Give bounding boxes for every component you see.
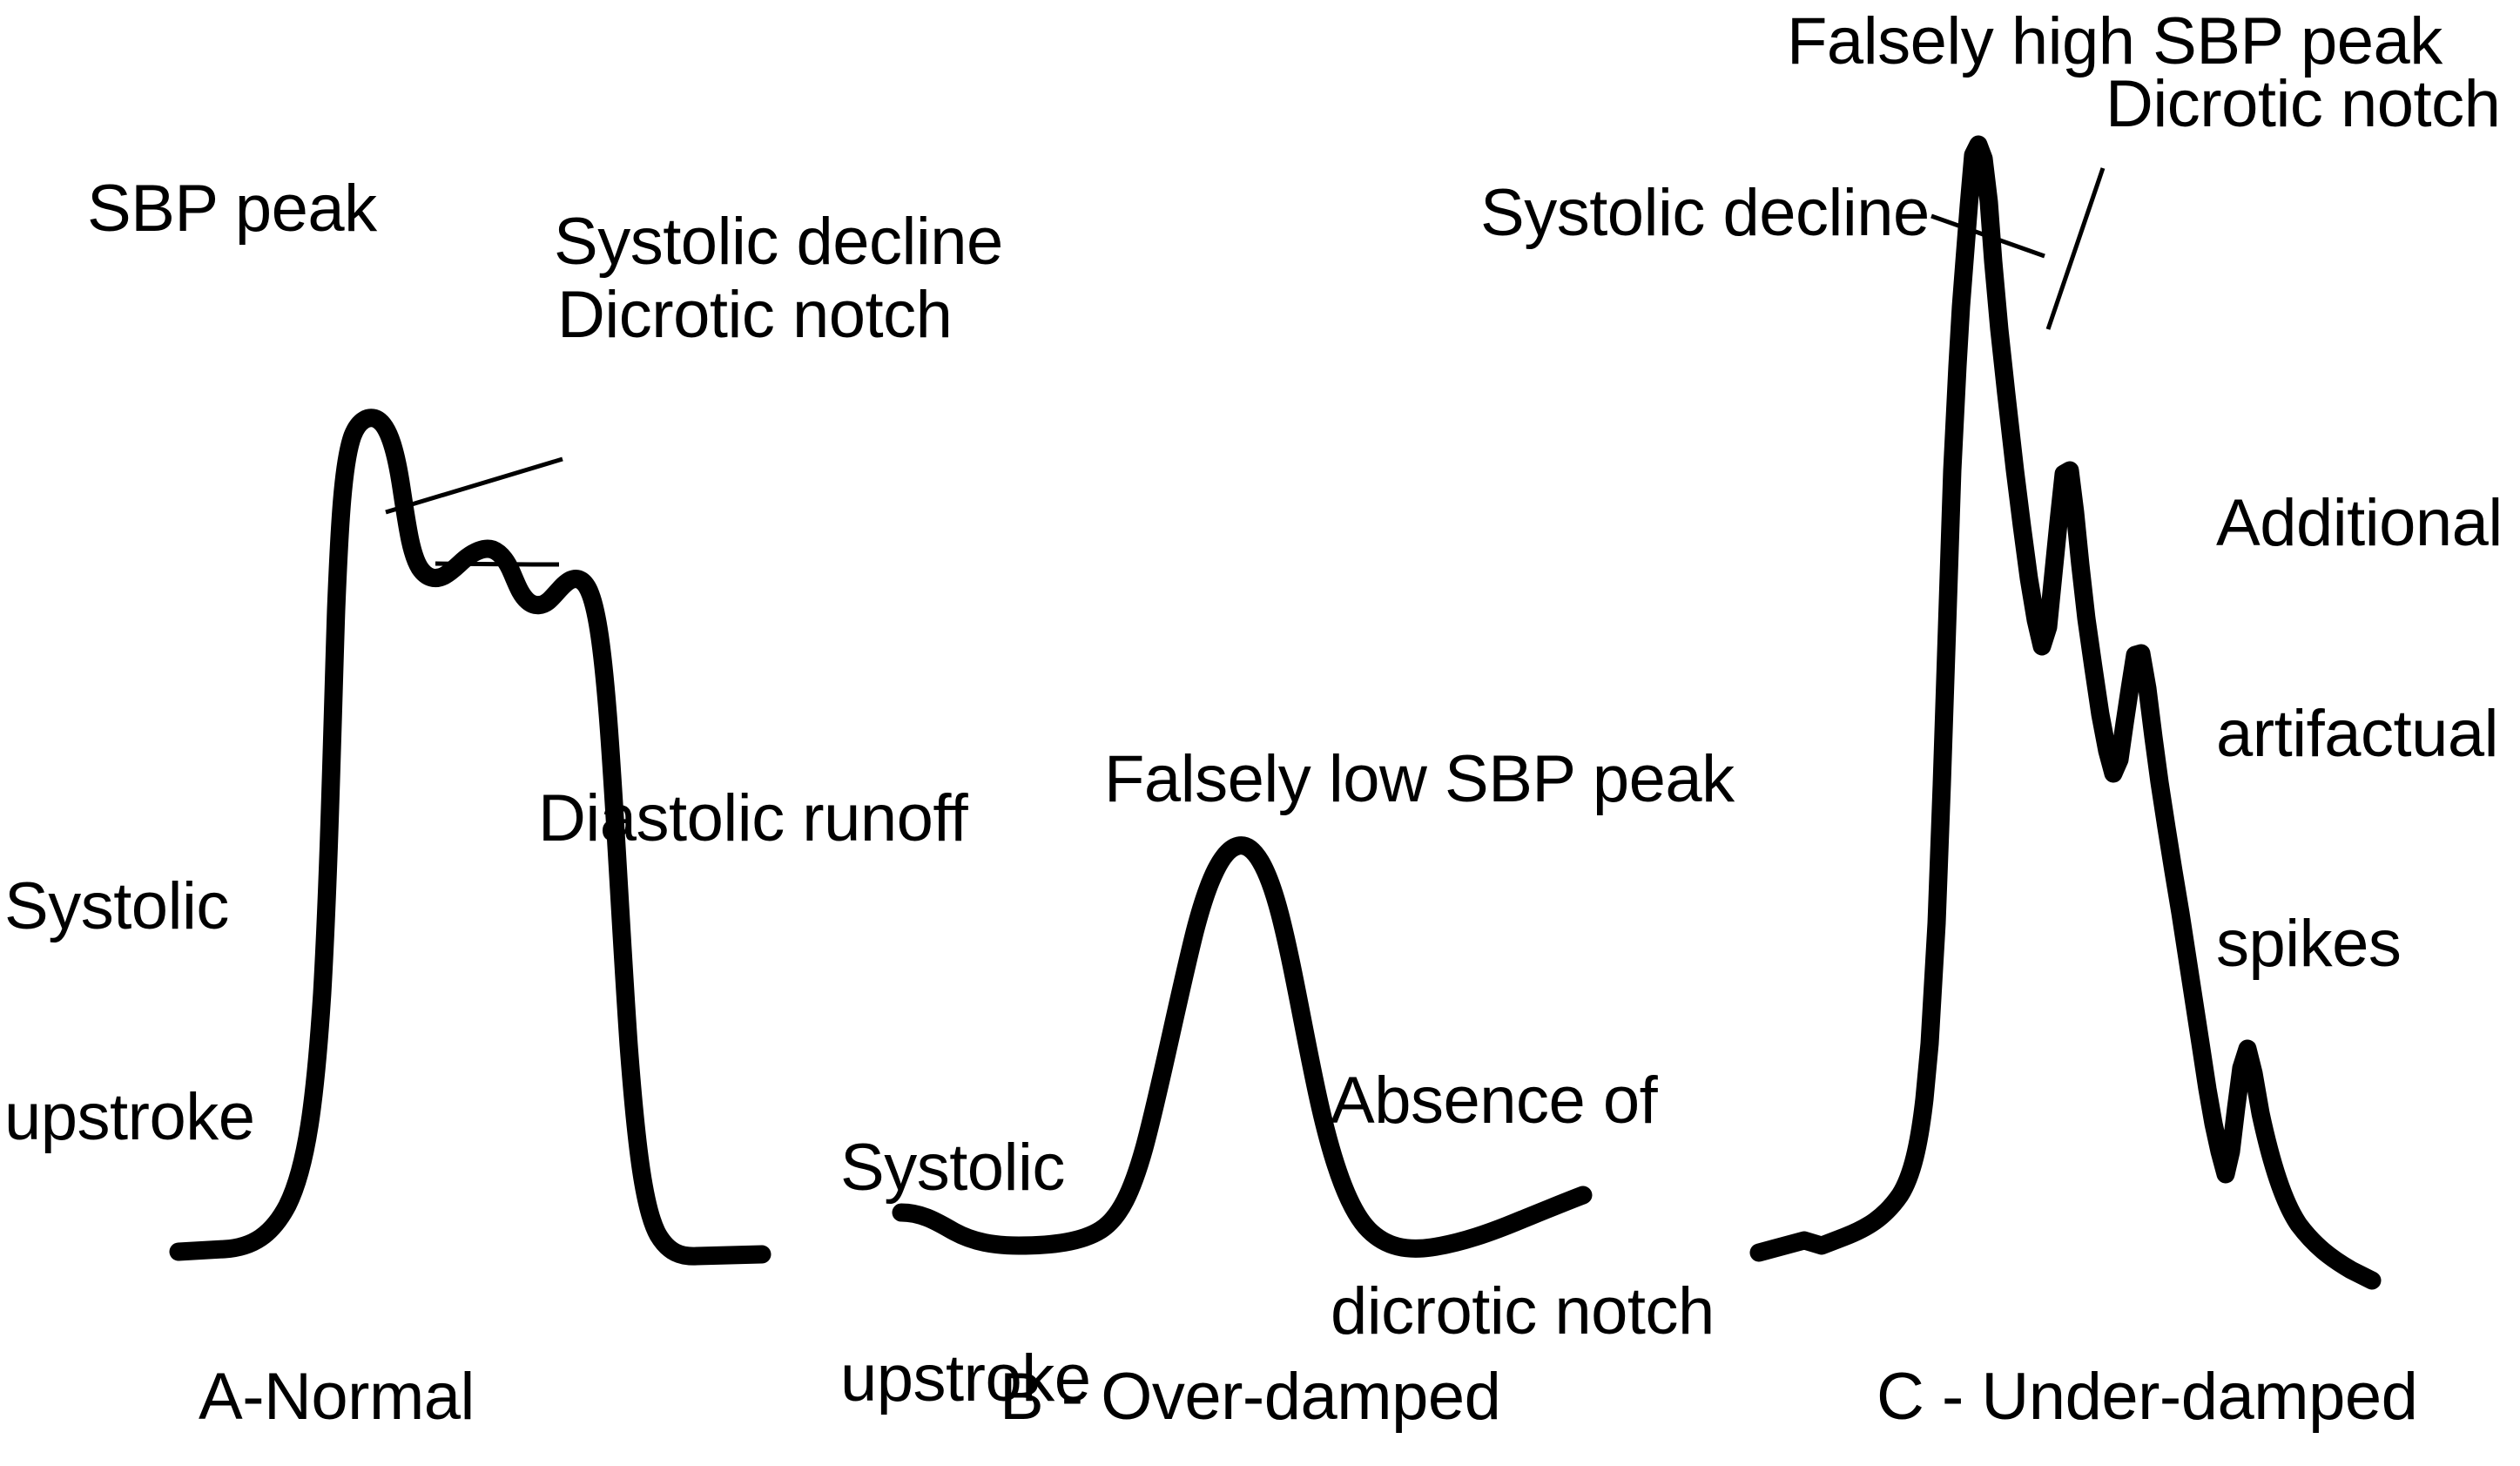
label-systolic-upstroke-b-line2: upstroke — [840, 1341, 1091, 1415]
label-additional-artifactual-spikes-c-line1: Additional — [2216, 486, 2503, 561]
label-additional-artifactual-spikes-c: Additional artifactual spikes — [2216, 348, 2503, 1120]
label-absence-of-dicrotic-notch-b-line1: Absence of — [1331, 1064, 1658, 1138]
label-absence-of-dicrotic-notch-b: Absence of dicrotic notch — [1331, 926, 1715, 1466]
leader-line-dicrotic-notch-c — [2045, 167, 2106, 330]
label-systolic-upstroke-b: Systolic upstroke — [840, 993, 1091, 1466]
leader-line-systolic-decline-c — [1930, 213, 2045, 259]
label-sbp-peak-a: SBP peak — [87, 172, 377, 246]
label-systolic-decline-c: Systolic decline — [1480, 176, 1930, 250]
label-falsely-high-sbp-peak-c: Falsely high SBP peak — [1787, 4, 2443, 78]
label-additional-artifactual-spikes-c-line2: artifactual — [2216, 696, 2498, 771]
caption-panel-a: A-Normal — [199, 1360, 475, 1434]
label-systolic-upstroke-a-line2: upstroke — [4, 1079, 255, 1154]
waveform-b-overdamped — [892, 836, 1593, 1258]
label-absence-of-dicrotic-notch-b-line2: dicrotic notch — [1331, 1273, 1715, 1348]
label-systolic-upstroke-a: Systolic upstroke — [4, 732, 255, 1293]
label-additional-artifactual-spikes-c-line3: spikes — [2216, 907, 2402, 982]
label-systolic-upstroke-a-line1: Systolic — [4, 869, 229, 944]
label-dicrotic-notch-a: Dicrotic notch — [557, 278, 953, 352]
label-diastolic-runoff-a: Diastolic runoff — [538, 781, 968, 855]
caption-panel-b: B - Over-damped — [1000, 1360, 1501, 1434]
label-systolic-decline-a: Systolic decline — [554, 205, 1003, 279]
label-dicrotic-notch-c: Dicrotic notch — [2106, 67, 2501, 141]
caption-panel-c: C - Under-damped — [1877, 1360, 2418, 1434]
label-systolic-upstroke-b-line1: Systolic — [840, 1131, 1065, 1206]
label-falsely-low-sbp-peak-b: Falsely low SBP peak — [1104, 742, 1735, 816]
waveform-a-normal — [169, 409, 771, 1266]
waveform-c-underdamped — [1749, 135, 2382, 1290]
waveform-b-trace — [892, 836, 1593, 1258]
waveform-c-trace — [1749, 135, 2382, 1290]
waveform-a-trace — [169, 409, 771, 1266]
leader-line-systolic-decline-a — [385, 456, 563, 515]
